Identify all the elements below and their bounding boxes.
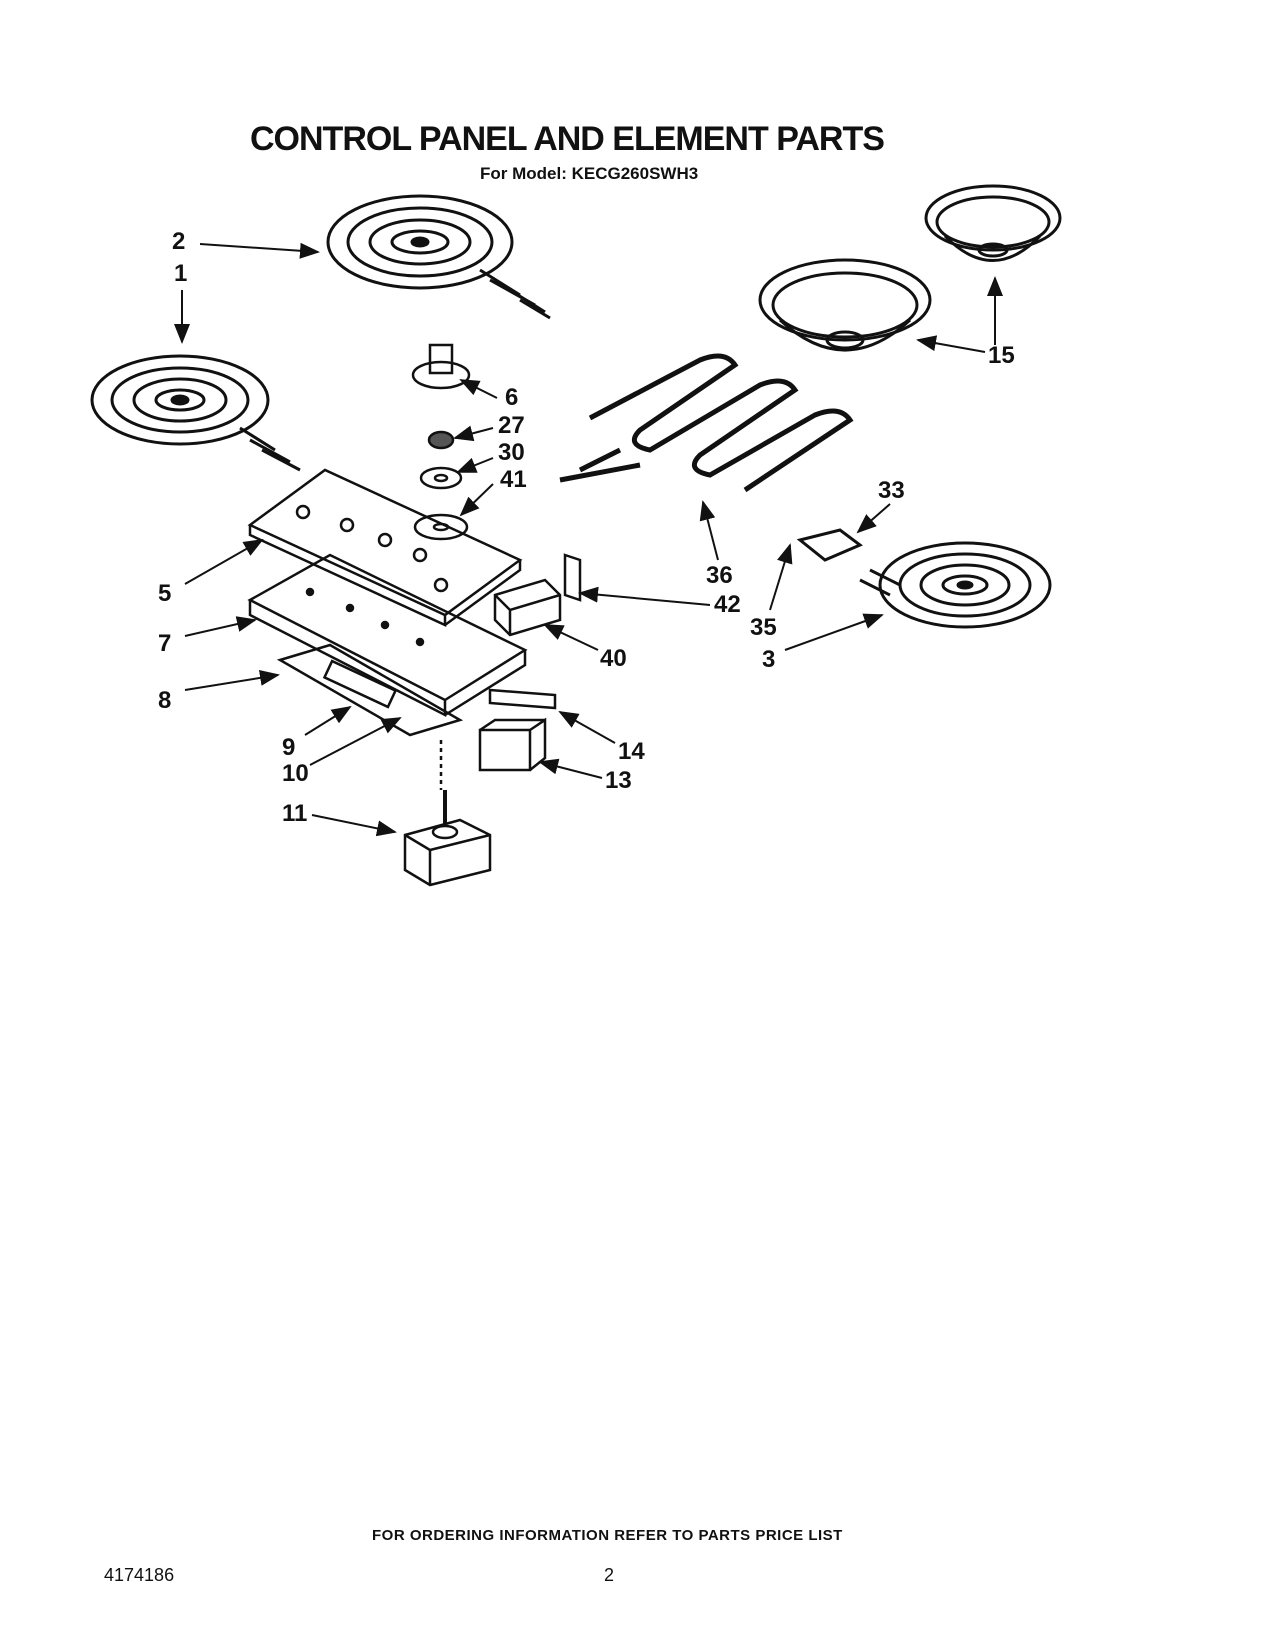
model-line: For Model: KECG260SWH3 <box>480 164 699 183</box>
surface-element-left <box>90 354 301 472</box>
document-number: 4174186 <box>104 1565 175 1585</box>
callout-40: 40 <box>600 645 627 672</box>
callout-11: 11 <box>282 800 308 827</box>
leader-lines <box>174 242 1003 837</box>
callout-14: 14 <box>618 738 645 765</box>
callout-1: 1 <box>174 260 188 287</box>
surface-element-top <box>326 194 551 320</box>
callout-33: 33 <box>878 477 905 504</box>
callout-3: 3 <box>762 646 776 673</box>
ordering-note: FOR ORDERING INFORMATION REFER TO PARTS … <box>372 1527 843 1544</box>
callout-7: 7 <box>158 630 172 657</box>
callout-6: 6 <box>505 384 519 411</box>
page-number: 2 <box>604 1565 615 1585</box>
callout-36: 36 <box>706 562 733 589</box>
callout-10: 10 <box>282 760 309 787</box>
control-panel <box>247 468 523 627</box>
callout-35: 35 <box>750 614 777 641</box>
callout-41: 41 <box>500 466 527 493</box>
terminal-block <box>493 553 582 637</box>
lower-components <box>276 643 557 772</box>
callout-5: 5 <box>158 580 172 607</box>
callout-27: 27 <box>498 412 525 439</box>
infinite-switch <box>403 740 492 887</box>
callout-13: 13 <box>605 767 632 794</box>
knob-and-hardware <box>411 343 471 541</box>
page-title: CONTROL PANEL AND ELEMENT PARTS <box>250 120 885 158</box>
callout-15: 15 <box>988 342 1015 369</box>
control-chassis <box>247 553 528 718</box>
callout-42: 42 <box>714 591 741 618</box>
callout-2: 2 <box>172 228 186 255</box>
bake-element <box>559 353 854 493</box>
callout-30: 30 <box>498 439 525 466</box>
callout-9: 9 <box>282 734 296 761</box>
drip-bowl-large <box>758 258 932 352</box>
surface-element-right <box>796 528 1052 629</box>
callout-8: 8 <box>158 687 172 714</box>
drip-bowl-small <box>924 184 1062 262</box>
